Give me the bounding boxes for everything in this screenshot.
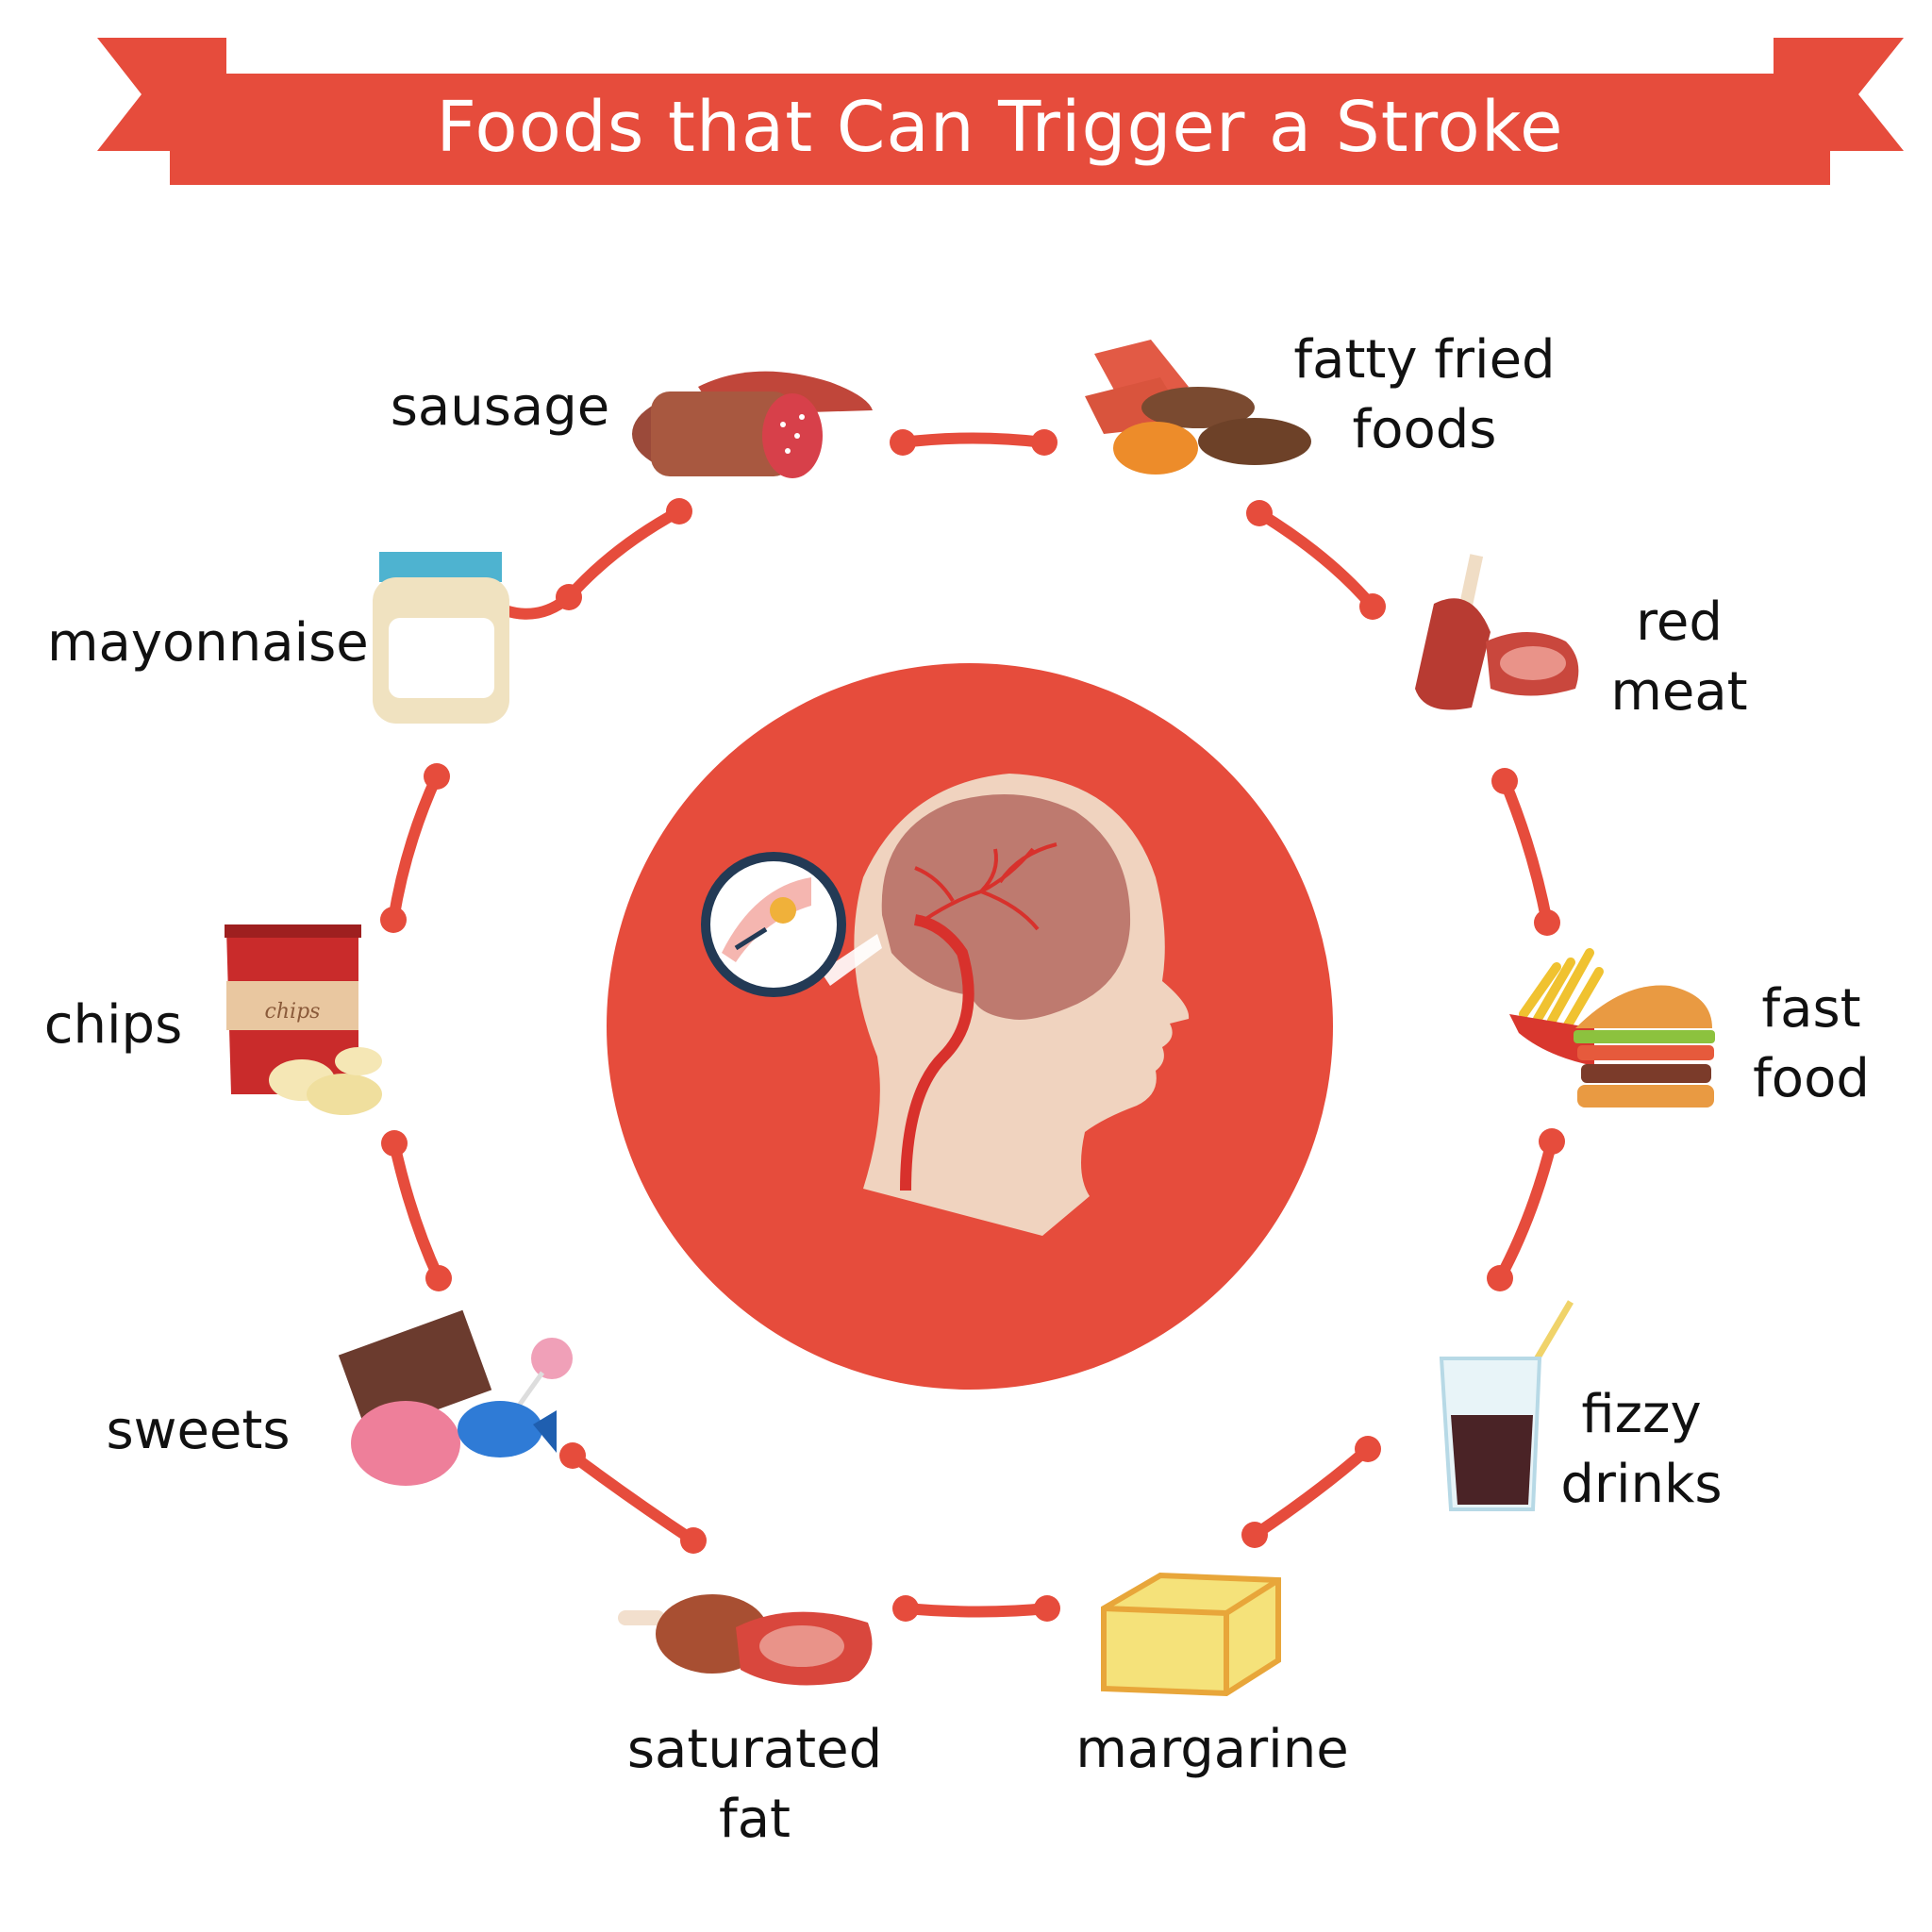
label-red-meat: red meat bbox=[1585, 588, 1774, 727]
title-ribbon bbox=[97, 38, 1904, 185]
label-sausage-text: sausage bbox=[390, 376, 610, 438]
red-meat-icon bbox=[1415, 554, 1579, 710]
label-saturated-line1: saturated bbox=[626, 1719, 883, 1780]
magnifier-lens bbox=[701, 852, 846, 997]
label-fatty-fried-line2: foods bbox=[1352, 399, 1497, 460]
label-fizzy-line2: drinks bbox=[1560, 1454, 1723, 1515]
magnifier-pointer bbox=[821, 934, 882, 986]
label-fizzy-drinks: fizzy drinks bbox=[1538, 1380, 1745, 1520]
label-margarine-text: margarine bbox=[1075, 1719, 1349, 1780]
label-mayonnaise: mayonnaise bbox=[47, 608, 369, 678]
sweets-icon bbox=[338, 1309, 573, 1486]
label-red-meat-line2: meat bbox=[1610, 661, 1748, 723]
connector-mayo-sausage bbox=[563, 506, 685, 603]
fizzy-drinks-icon bbox=[1439, 1300, 1574, 1511]
label-saturated-line2: fat bbox=[719, 1789, 791, 1850]
margarine-icon bbox=[1101, 1572, 1281, 1697]
ribbon-body bbox=[170, 74, 1830, 185]
sausage-icon bbox=[632, 371, 873, 478]
fast-food-icon bbox=[1509, 948, 1715, 1108]
page-title: Foods that Can Trigger a Stroke bbox=[436, 87, 1564, 168]
label-fatty-fried-foods: fatty fried foods bbox=[1264, 325, 1585, 465]
chips-bag-label: chips bbox=[264, 1000, 321, 1024]
center-head-illustration bbox=[607, 663, 1333, 1390]
label-sweets: sweets bbox=[94, 1396, 302, 1466]
label-red-meat-line1: red bbox=[1636, 591, 1723, 653]
saturated-fat-icon bbox=[618, 1594, 873, 1686]
label-sweets-text: sweets bbox=[106, 1400, 291, 1461]
chips-icon bbox=[225, 924, 382, 1115]
label-saturated-fat: saturated fat bbox=[613, 1715, 896, 1855]
connector-dots bbox=[380, 429, 1565, 1622]
blood-flow-arrow bbox=[734, 926, 768, 951]
label-fatty-fried-line1: fatty fried bbox=[1293, 329, 1556, 391]
carotid-artery bbox=[900, 914, 974, 1191]
label-mayonnaise-text: mayonnaise bbox=[47, 612, 369, 674]
label-margarine: margarine bbox=[1066, 1715, 1358, 1785]
plaque bbox=[770, 897, 796, 924]
label-fizzy-line1: fizzy bbox=[1581, 1384, 1702, 1445]
fatty-fried-foods-icon bbox=[1085, 340, 1311, 475]
brain bbox=[881, 794, 1131, 1020]
label-sausage: sausage bbox=[377, 373, 623, 442]
label-chips: chips bbox=[33, 991, 193, 1060]
label-fast-food: fast food bbox=[1707, 974, 1915, 1114]
label-chips-text: chips bbox=[43, 994, 183, 1056]
label-fast-food-line2: food bbox=[1753, 1048, 1870, 1109]
brain-vessels bbox=[914, 842, 1058, 931]
label-fast-food-line1: fast bbox=[1761, 978, 1861, 1040]
mayonnaise-icon bbox=[373, 552, 509, 724]
